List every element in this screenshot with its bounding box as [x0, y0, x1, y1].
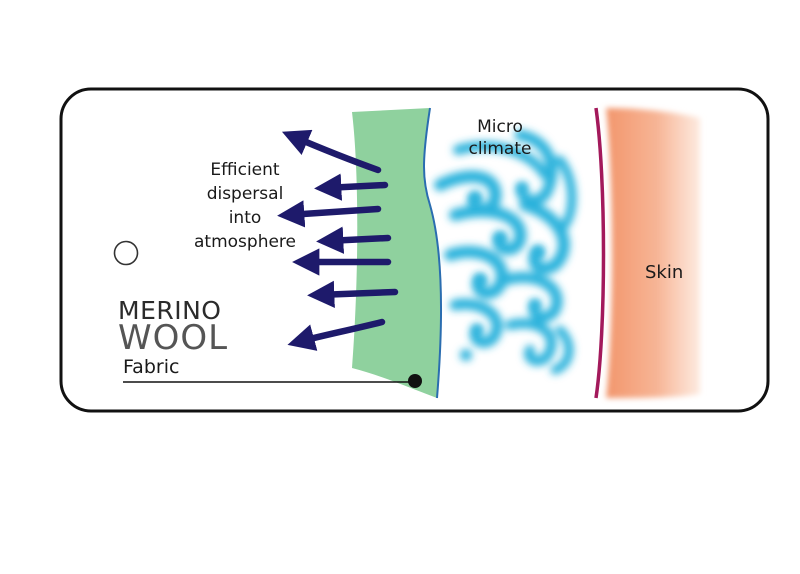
micro-climate-label-line: Micro — [477, 117, 523, 137]
dispersal-label-line: into — [228, 208, 262, 228]
micro-climate-label-line: climate — [468, 139, 532, 159]
wool-label: WOOL — [118, 318, 229, 358]
arrow-icon — [287, 318, 386, 351]
micro-climate-label: Micro climate — [440, 116, 560, 160]
fabric-label: Fabric — [123, 356, 180, 378]
skin-layer — [594, 107, 700, 399]
dispersal-label-line: dispersal — [206, 184, 284, 204]
arrow-icon — [277, 200, 382, 228]
dispersal-arrows — [277, 129, 399, 351]
arrow-icon — [314, 173, 389, 201]
arrow-icon — [316, 226, 392, 254]
merino-label: MERINO — [118, 296, 222, 325]
fabric-inner-edge — [423, 107, 442, 399]
skin-surface-line — [594, 107, 606, 399]
vapour-droplets — [460, 183, 544, 361]
arrow-icon — [281, 129, 382, 174]
dispersal-label-line: Efficient — [210, 160, 280, 180]
dispersal-label: Efficient dispersal into atmosphere — [175, 158, 315, 254]
fabric-marker-dot-icon — [408, 374, 422, 388]
dispersal-label-line: atmosphere — [194, 232, 296, 252]
skin-label: Skin — [645, 262, 684, 283]
arrow-icon — [307, 280, 399, 309]
tag-hole-icon — [113, 240, 139, 266]
micro-climate-vapour — [434, 129, 577, 375]
